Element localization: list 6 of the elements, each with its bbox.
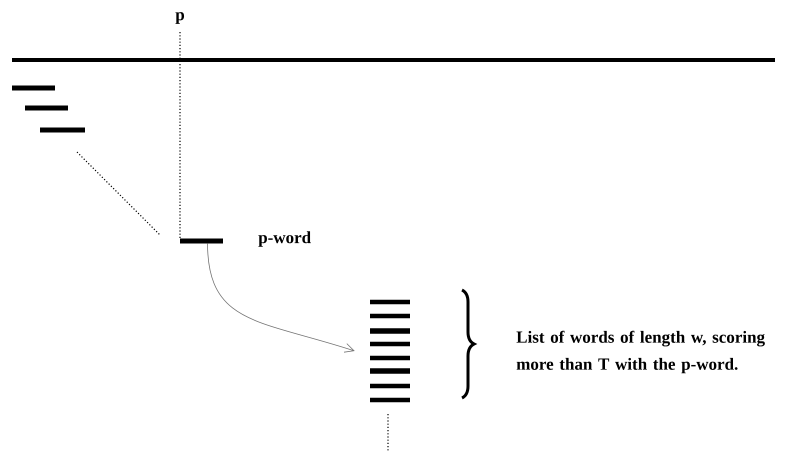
description-text: List of words of length w, scoring more than T with the p-word. (516, 330, 765, 374)
arrow (207, 243, 355, 353)
word-list (370, 300, 410, 402)
position-label: p (176, 12, 184, 24)
bar-label: p-word (258, 231, 311, 247)
word-bar (180, 238, 223, 244)
